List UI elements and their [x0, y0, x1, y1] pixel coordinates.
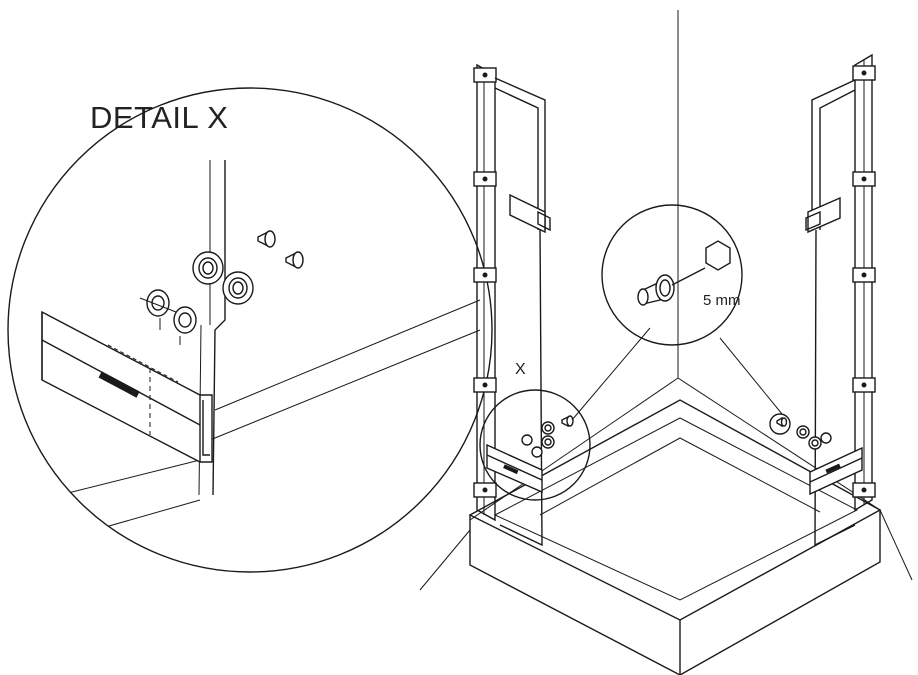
screw-icon [285, 251, 304, 269]
washer-icon [192, 251, 224, 285]
detail-x-view: DETAIL X [7, 87, 493, 573]
callout-circle-x [479, 389, 591, 501]
detail-circle [7, 87, 493, 573]
screw-icon [257, 230, 276, 248]
washer-icon [222, 271, 254, 305]
washer-icon [173, 306, 197, 345]
right-wall-profile [805, 53, 876, 547]
shower-tray [468, 399, 882, 675]
hinge-bracket-icon [486, 443, 543, 494]
screw-detail-callout: 5 mm [601, 204, 743, 346]
hinge-bracket-icon [41, 310, 213, 463]
hinge-bracket-icon [809, 446, 863, 496]
callout-letter: X [515, 361, 526, 378]
hex-size-label: 5 mm [703, 292, 741, 309]
washer-icon [139, 289, 177, 330]
screw-icon [776, 416, 788, 428]
washer-icon [796, 425, 832, 450]
washer-icon [521, 421, 555, 458]
hex-key-icon [705, 240, 731, 271]
screw-callout-circle [769, 413, 791, 435]
left-wall-profile [473, 63, 551, 547]
screw-icon [561, 415, 574, 428]
shower-enclosure-view: X 5 mm [419, 10, 913, 675]
screw-icon [637, 267, 706, 306]
